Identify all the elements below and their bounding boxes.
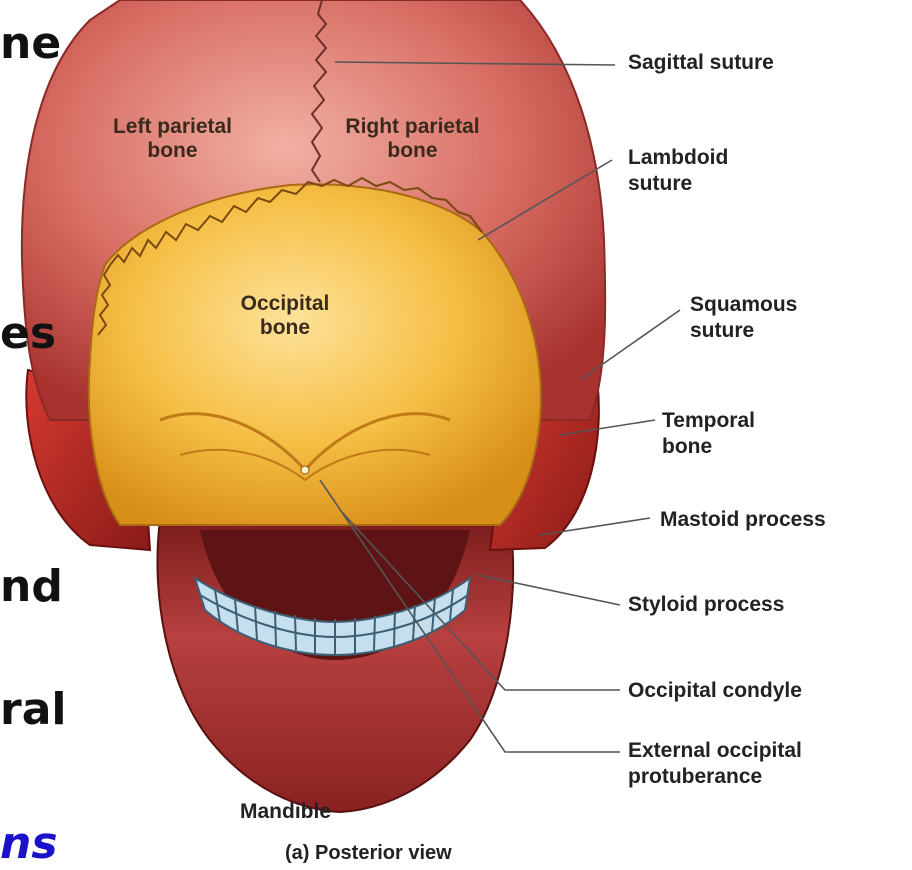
left-text-fragment-1: ne [0,22,61,66]
figure-caption: (a) Posterior view [285,842,452,865]
label-external-occipital-protuberance: External occipital protuberance [628,738,802,790]
label-styloid-process: Styloid process [628,592,784,618]
label-right-parietal-bone: Right parietal bone [330,115,495,163]
label-left-parietal-bone: Left parietal bone [95,115,250,163]
label-squamous-suture: Squamous suture [690,292,797,344]
label-occipital-condyle: Occipital condyle [628,678,802,704]
left-text-fragment-3: nd [0,565,63,609]
label-occipital-bone: Occipital bone [215,292,355,340]
left-text-fragment-4: ral [0,688,66,732]
label-lambdoid-suture: Lambdoid suture [628,145,728,197]
label-sagittal-suture: Sagittal suture [628,50,774,76]
left-text-fragment-5: ns [0,822,58,866]
label-temporal-bone: Temporal bone [662,408,755,460]
left-text-fragment-2: es [0,312,56,356]
label-mandible: Mandible [240,800,331,824]
label-mastoid-process: Mastoid process [660,507,826,533]
